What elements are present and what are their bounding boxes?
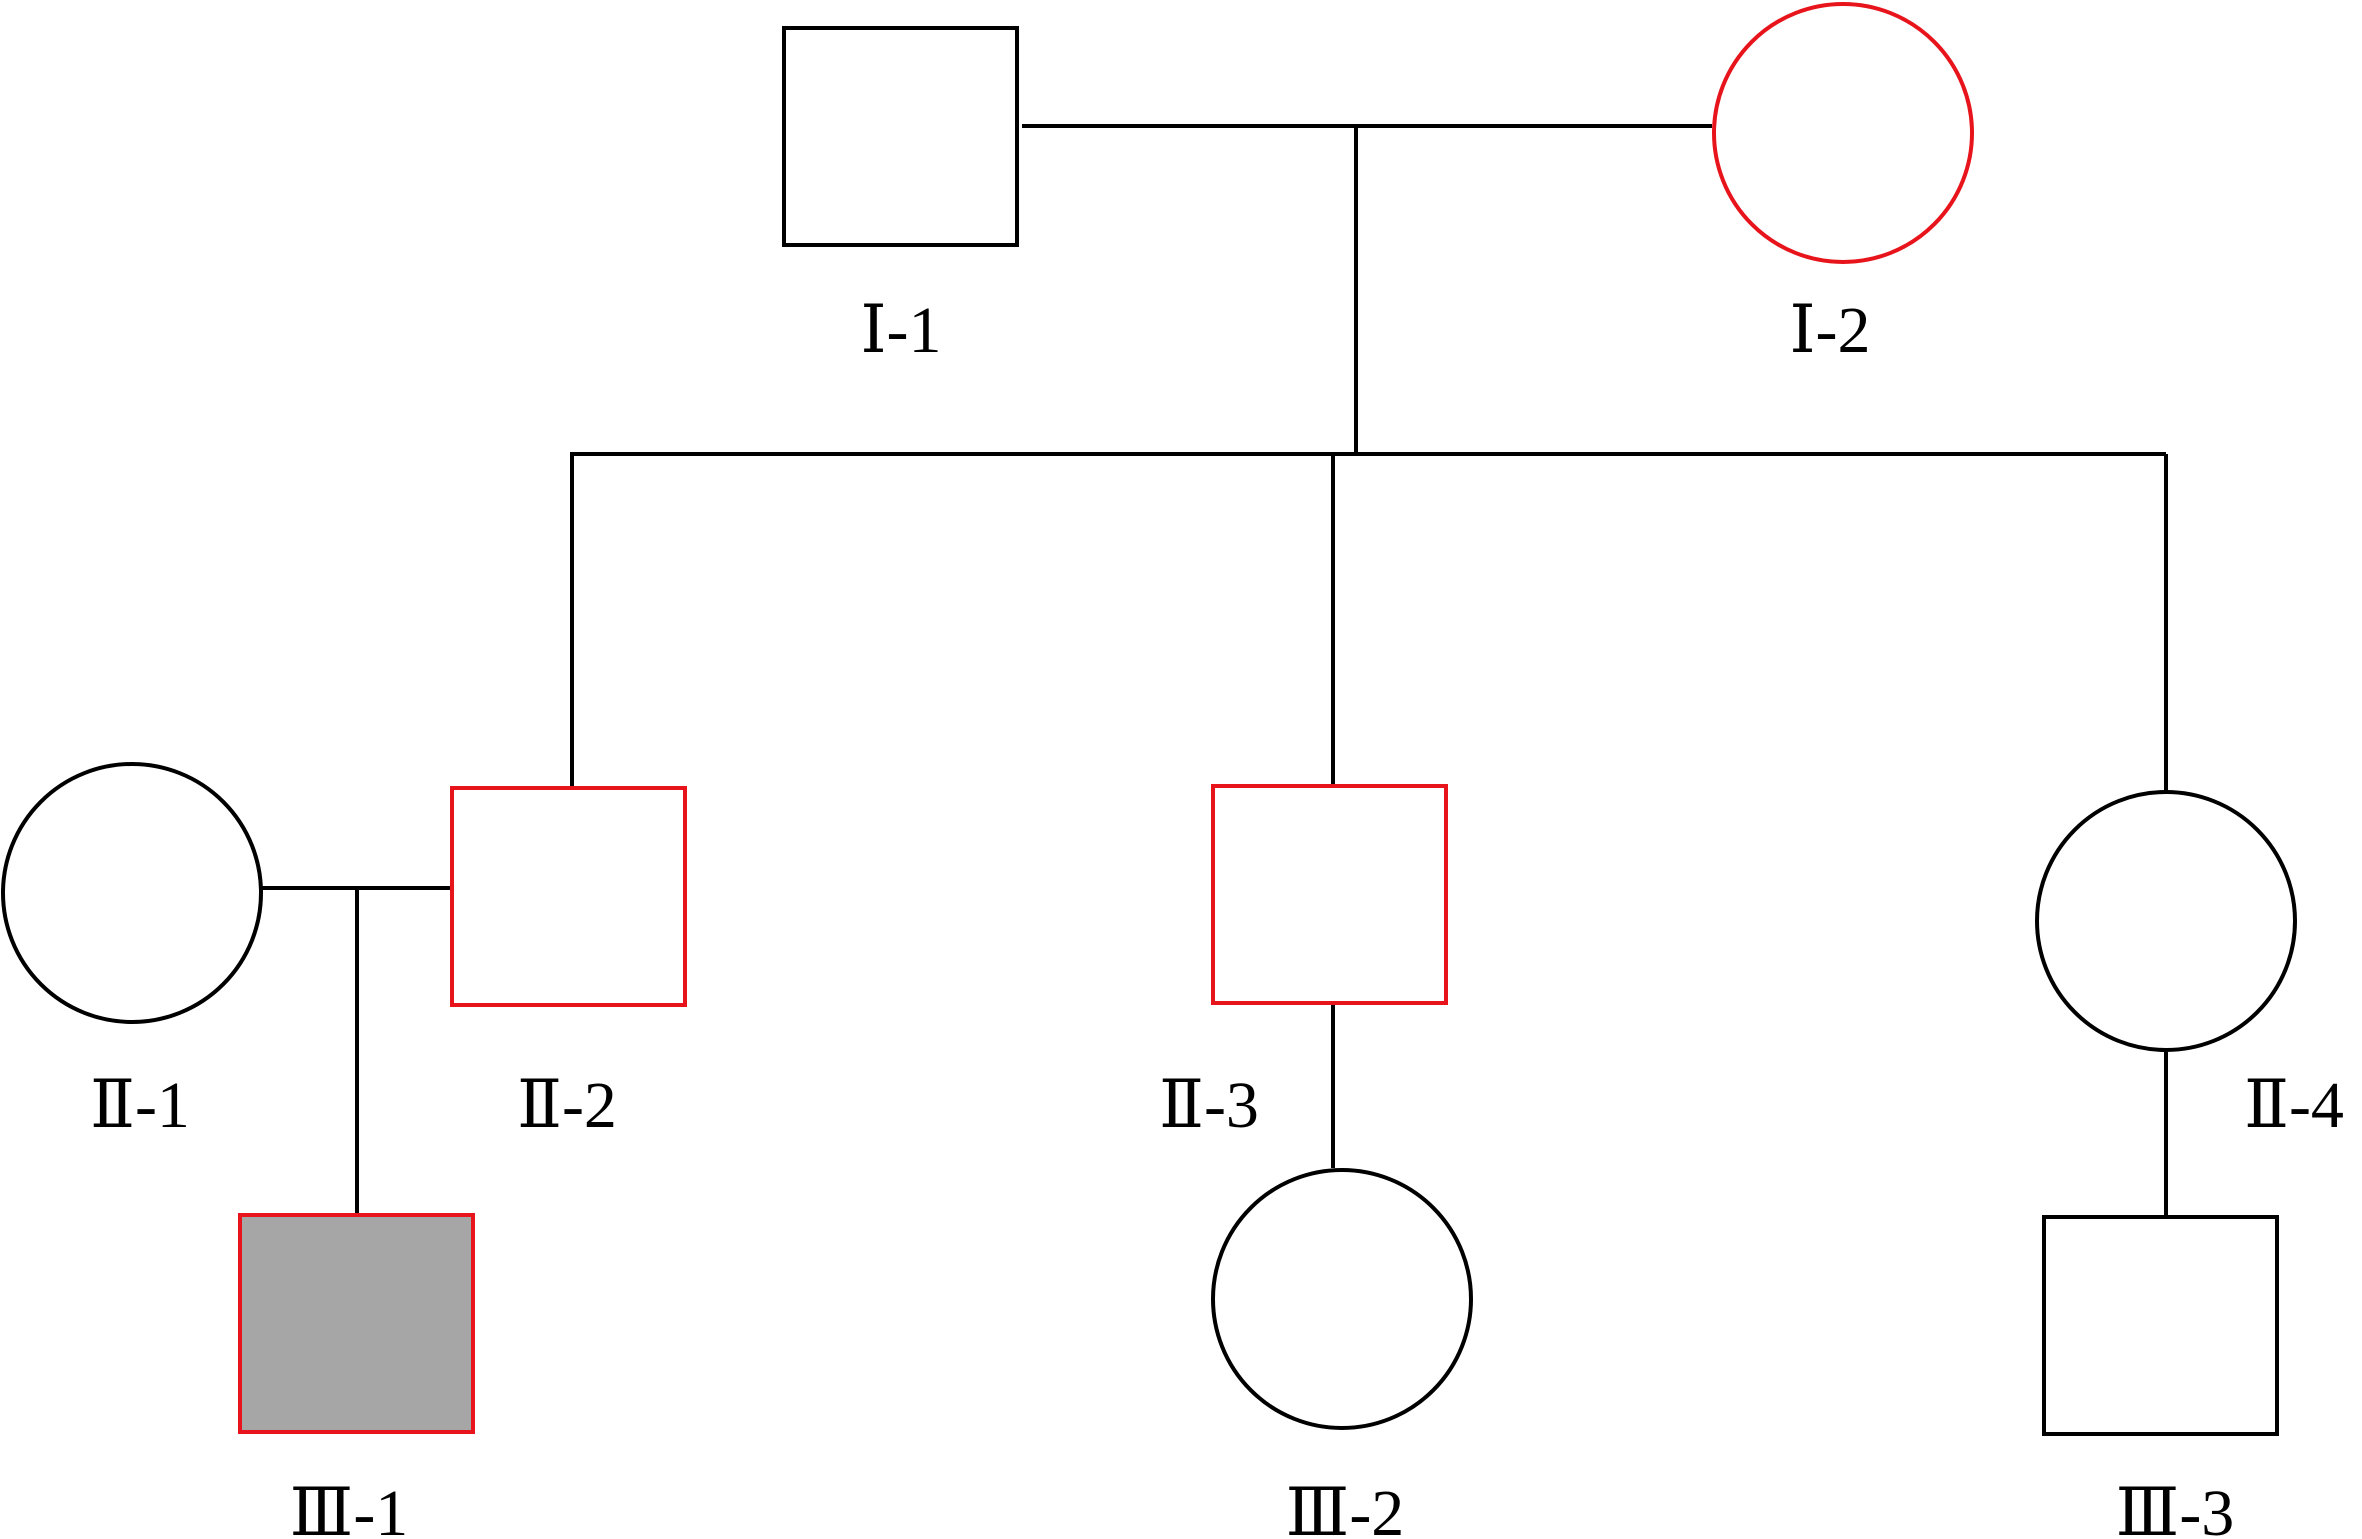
individual-ii3-label: Ⅱ-3 (1159, 1069, 1259, 1142)
individual-ii2-symbol (450, 786, 687, 1007)
individual-ii3-symbol (1211, 784, 1448, 1005)
pedigree-individuals (1, 2, 2297, 1436)
individual-iii1-label: Ⅲ-1 (290, 1477, 409, 1539)
individual-iii3-label: Ⅲ-3 (2116, 1477, 2235, 1539)
pedigree-connectors (262, 124, 2168, 1217)
individual-iii2-symbol (1211, 1168, 1473, 1430)
individual-ii2-label: Ⅱ-2 (517, 1069, 617, 1142)
individual-i2-label: Ⅰ-2 (1789, 294, 1870, 367)
pedigree-labels: Ⅰ-1 Ⅰ-2 Ⅱ-1 Ⅱ-2 Ⅱ-3 Ⅱ-4 Ⅲ-1 Ⅲ-2 Ⅲ-3 (90, 294, 2344, 1539)
individual-ii1-label: Ⅱ-1 (90, 1069, 190, 1142)
individual-iii3-symbol (2042, 1215, 2279, 1436)
individual-ii1-symbol (1, 762, 263, 1024)
individual-iii1-symbol (238, 1213, 475, 1434)
individual-iii2-label: Ⅲ-2 (1286, 1477, 1405, 1539)
individual-i1-symbol (782, 26, 1019, 247)
individual-ii4-label: Ⅱ-4 (2244, 1069, 2344, 1142)
individual-i2-symbol (1712, 2, 1974, 264)
individual-i1-label: Ⅰ-1 (860, 294, 941, 367)
individual-ii4-symbol (2035, 790, 2297, 1052)
